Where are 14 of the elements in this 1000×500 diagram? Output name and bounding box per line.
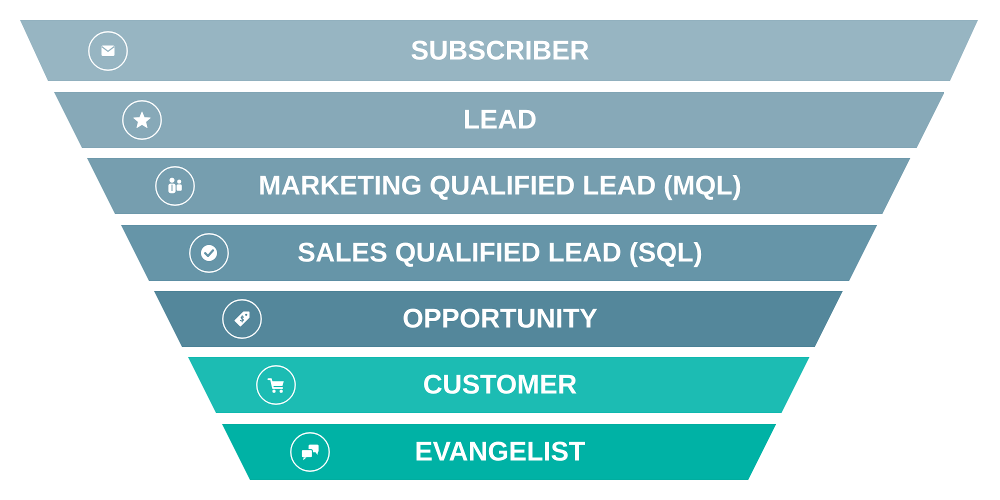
funnel-band [54,92,944,148]
funnel-band [120,224,877,281]
stage-label: EVANGELIST [414,436,586,468]
stage-label: SUBSCRIBER [410,34,590,66]
funnel-band [20,20,978,81]
stage-label: CUSTOMER [423,370,577,401]
stage-label: MARKETING QUALIFIED LEAD (MQL) [258,170,742,202]
funnel-band [154,290,844,347]
stage-label: SALES QUALIFIED LEAD (SQL) [297,237,702,268]
funnel-band [87,158,911,214]
funnel-band [188,357,810,414]
funnel-band [222,424,776,480]
stage-label: OPPORTUNITY [402,303,598,334]
stage-label: LEAD [463,104,537,136]
